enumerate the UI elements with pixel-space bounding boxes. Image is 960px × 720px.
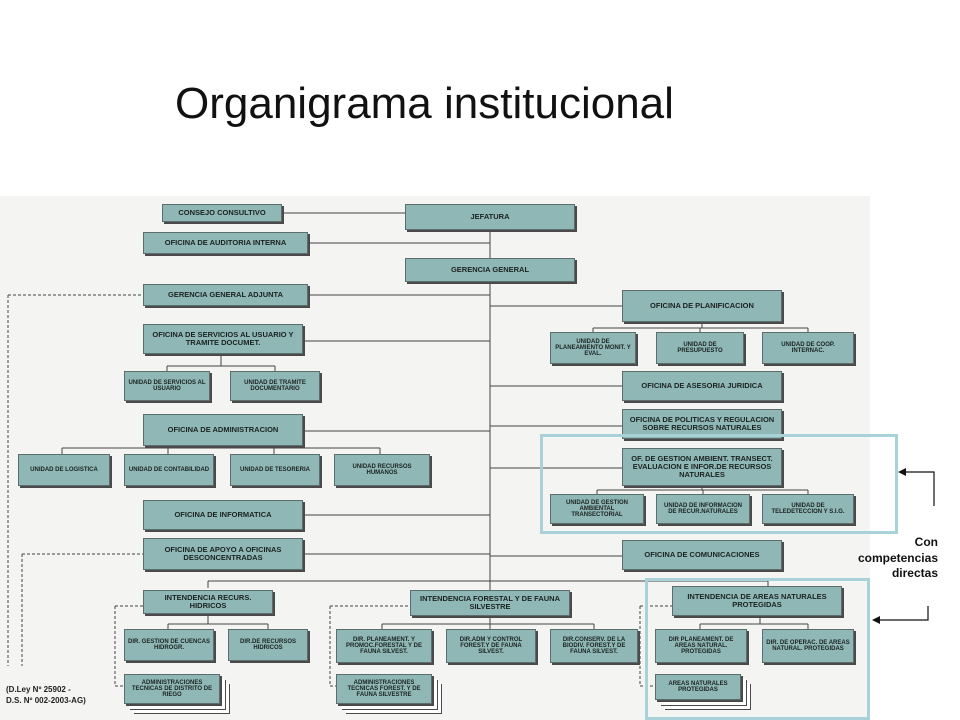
- box-oficina-planificacion: OFICINA DE PLANIFICACION: [622, 290, 782, 322]
- annotation-line: directas: [891, 566, 938, 581]
- box-unidad-planeamiento: UNIDAD DE PLANEAMIENTO MONIT. Y EVAL.: [550, 332, 636, 364]
- box-unidad-presupuesto: UNIDAD DE PRESUPUESTO: [656, 332, 744, 364]
- annotation-line: competencias: [857, 550, 938, 565]
- box-unidad-gestion-ambiental: UNIDAD DE GESTION AMBIENTAL TRANSECTORIA…: [550, 494, 644, 524]
- box-oficina-auditoria-interna: OFICINA DE AUDITORIA INTERNA: [143, 232, 308, 254]
- legal-reference: (D.Ley Nº 25902 - D.S. Nº 002-2003-AG): [6, 684, 86, 706]
- box-oficina-asesoria-juridica: OFICINA DE ASESORIA JURIDICA: [622, 371, 782, 401]
- box-unidad-servicios-usuario: UNIDAD DE SERVICIOS AL USUARIO: [124, 371, 210, 401]
- arrow-upper: [902, 471, 935, 506]
- box-oficina-gestion-ambiental: OF. DE GESTION AMBIENT. TRANSECT. EVALUA…: [622, 448, 782, 486]
- box-unidad-recursos-humanos: UNIDAD RECURSOS HUMANOS: [334, 454, 430, 486]
- box-administraciones-forestales: ADMINISTRACIONES TECNICAS FOREST. Y DE F…: [336, 674, 432, 704]
- box-dir-planeament-areas: DIR PLANEAMENT. DE AREAS NATURAL. PROTEG…: [655, 629, 747, 663]
- arrows: [872, 468, 935, 624]
- box-oficina-informatica: OFICINA DE INFORMATICA: [143, 500, 303, 530]
- box-unidad-tesoreria: UNIDAD DE TESORERIA: [230, 454, 320, 486]
- annotation-line: Con: [914, 535, 938, 549]
- box-unidad-teledeteccion: UNIDAD DE TELEDETECCION Y S.I.G.: [762, 494, 854, 524]
- box-dir-recursos-hidricos: DIR.DE RECURSOS HIDRICOS: [228, 629, 308, 661]
- arrowhead-upper: [898, 468, 906, 476]
- box-unidad-contabilidad: UNIDAD DE CONTABILIDAD: [124, 454, 214, 486]
- box-intendencia-areas-protegidas: INTENDENCIA DE AREAS NATURALES PROTEGIDA…: [672, 586, 842, 616]
- box-dir-gestion-cuencas: DIR. GESTION DE CUENCAS HIDROGR.: [124, 629, 214, 661]
- org-chart: CONSEJO CONSULTIVO JEFATURA OFICINA DE A…: [0, 196, 898, 720]
- box-dir-planeament-forestal: DIR. PLANEAMENT. Y PROMOC.FORESTAL Y DE …: [336, 629, 432, 663]
- box-oficina-comunicaciones: OFICINA DE COMUNICACIONES: [622, 540, 782, 570]
- box-oficina-servicios-usuario: OFICINA DE SERVICIOS AL USUARIO Y TRAMIT…: [143, 324, 303, 354]
- box-oficina-administracion: OFICINA DE ADMINISTRACION: [143, 414, 303, 446]
- box-intendencia-forestal: INTENDENCIA FORESTAL Y DE FAUNA SILVESTR…: [410, 590, 570, 616]
- box-unidad-tramite-documentario: UNIDAD DE TRAMITE DOCUMENTARIO: [230, 371, 320, 401]
- box-unidad-logistica: UNIDAD DE LOGISTICA: [18, 454, 110, 486]
- box-dir-operac-areas: DIR. DE OPERAC. DE AREAS NATURAL. PROTEG…: [762, 629, 854, 663]
- box-dir-conserv-biodiv: DIR.CONSERV. DE LA BIODIV. FOREST.Y DE F…: [550, 629, 638, 663]
- box-gerencia-general: GERENCIA GENERAL: [405, 258, 575, 282]
- box-gerencia-general-adjunta: GERENCIA GENERAL ADJUNTA: [143, 284, 308, 306]
- legal-reference-line: (D.Ley Nº 25902 -: [6, 685, 71, 694]
- legal-reference-line: D.S. Nº 002-2003-AG): [6, 696, 86, 706]
- page-title: Organigrama institucional: [175, 79, 674, 128]
- arrowhead-lower: [872, 616, 880, 624]
- box-oficina-apoyo-desconcentradas: OFICINA DE APOYO A OFICINAS DESCONCENTRA…: [143, 538, 303, 570]
- box-jefatura: JEFATURA: [405, 204, 575, 230]
- highlight-frame-areas: [645, 578, 870, 720]
- arrow-lower: [878, 606, 929, 621]
- highlight-frame-gestion: [540, 434, 898, 534]
- box-administraciones-distrito-riego: ADMINISTRACIONES TECNICAS DE DISTRITO DE…: [124, 674, 220, 704]
- connector-lines: [7, 212, 809, 687]
- box-dir-adm-control-forestal: DIR.ADM Y CONTROL FOREST.Y DE FAUNA SILV…: [446, 629, 536, 663]
- box-intendencia-recursos-hidricos: INTENDENCIA RECURS. HIDRICOS: [143, 590, 273, 614]
- box-unidad-informacion: UNIDAD DE INFORMACION DE RECUR.NATURALES: [656, 494, 750, 524]
- box-consejo-consultivo: CONSEJO CONSULTIVO: [162, 204, 282, 222]
- box-areas-naturales-protegidas: AREAS NATURALES PROTEGIDAS: [655, 674, 741, 700]
- annotation-competencias: Con competencias directas: [820, 535, 938, 582]
- box-unidad-coop-internac: UNIDAD DE COOP. INTERNAC.: [762, 332, 854, 364]
